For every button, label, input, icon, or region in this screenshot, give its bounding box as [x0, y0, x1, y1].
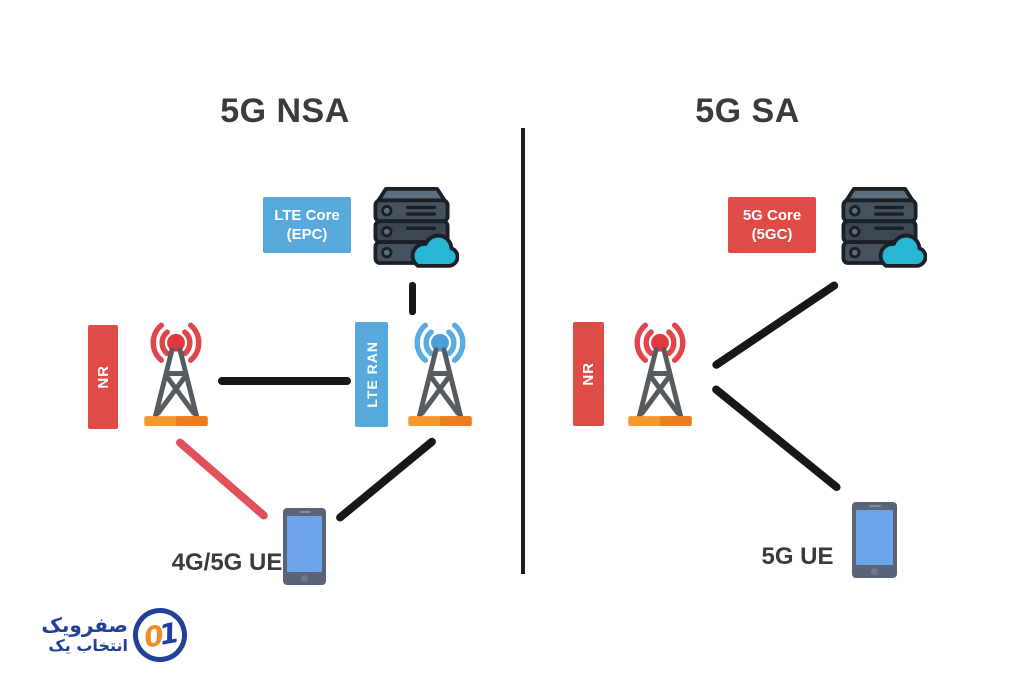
nsa-ue-label: 4G/5G UE	[171, 549, 283, 576]
phone-home-button	[301, 575, 308, 582]
brand-logo: صفرویک انتخاب یک 0 1	[38, 603, 192, 667]
logo-monogram: 0 1	[128, 603, 192, 667]
5g-core-line2: (5GC)	[751, 226, 793, 243]
nsa-nr-label: NR	[94, 365, 112, 389]
lte-ran-label-box: LTE RAN	[355, 322, 388, 427]
lte-ran-label: LTE RAN	[363, 341, 380, 408]
brand-tagline: انتخاب یک	[48, 636, 128, 656]
cloud-server-icon	[841, 187, 927, 268]
radio-tower-icon-red	[628, 322, 692, 427]
connector-nr-to-ue	[710, 383, 843, 493]
connector-nr-to-ue	[174, 436, 270, 522]
panel-divider	[521, 128, 525, 574]
connector-core-to-ran	[409, 282, 416, 315]
smartphone-icon	[852, 502, 897, 578]
phone-speaker	[868, 505, 881, 507]
sa-nr-label: NR	[580, 362, 597, 386]
5g-core-label-box: 5G Core (5GC)	[728, 197, 816, 253]
cloud-server-icon	[373, 187, 459, 268]
brand-name: صفرویک	[41, 613, 128, 638]
lte-core-label-box: LTE Core (EPC)	[263, 197, 351, 253]
connector-nr-to-lteran	[218, 377, 351, 385]
connector-ue-to-lteran	[334, 436, 438, 524]
sa-title: 5G SA	[695, 92, 800, 130]
connector-nr-to-core	[710, 280, 840, 371]
nsa-nr-label-box: NR	[88, 325, 118, 429]
lte-core-line2: (EPC)	[286, 226, 328, 243]
lte-core-line1: LTE Core	[274, 207, 340, 224]
sa-nr-label-box: NR	[573, 322, 604, 426]
radio-tower-icon-blue	[408, 322, 472, 427]
nsa-title: 5G NSA	[220, 92, 350, 130]
5g-core-line1: 5G Core	[742, 207, 802, 224]
phone-screen	[287, 516, 322, 572]
radio-tower-icon-red	[144, 322, 208, 427]
sa-ue-label: 5G UE	[761, 543, 834, 570]
phone-screen	[856, 510, 893, 565]
smartphone-icon	[283, 508, 326, 585]
phone-home-button	[871, 568, 878, 575]
brand-logo-text: صفرویک انتخاب یک	[38, 614, 128, 655]
phone-speaker	[298, 511, 311, 513]
